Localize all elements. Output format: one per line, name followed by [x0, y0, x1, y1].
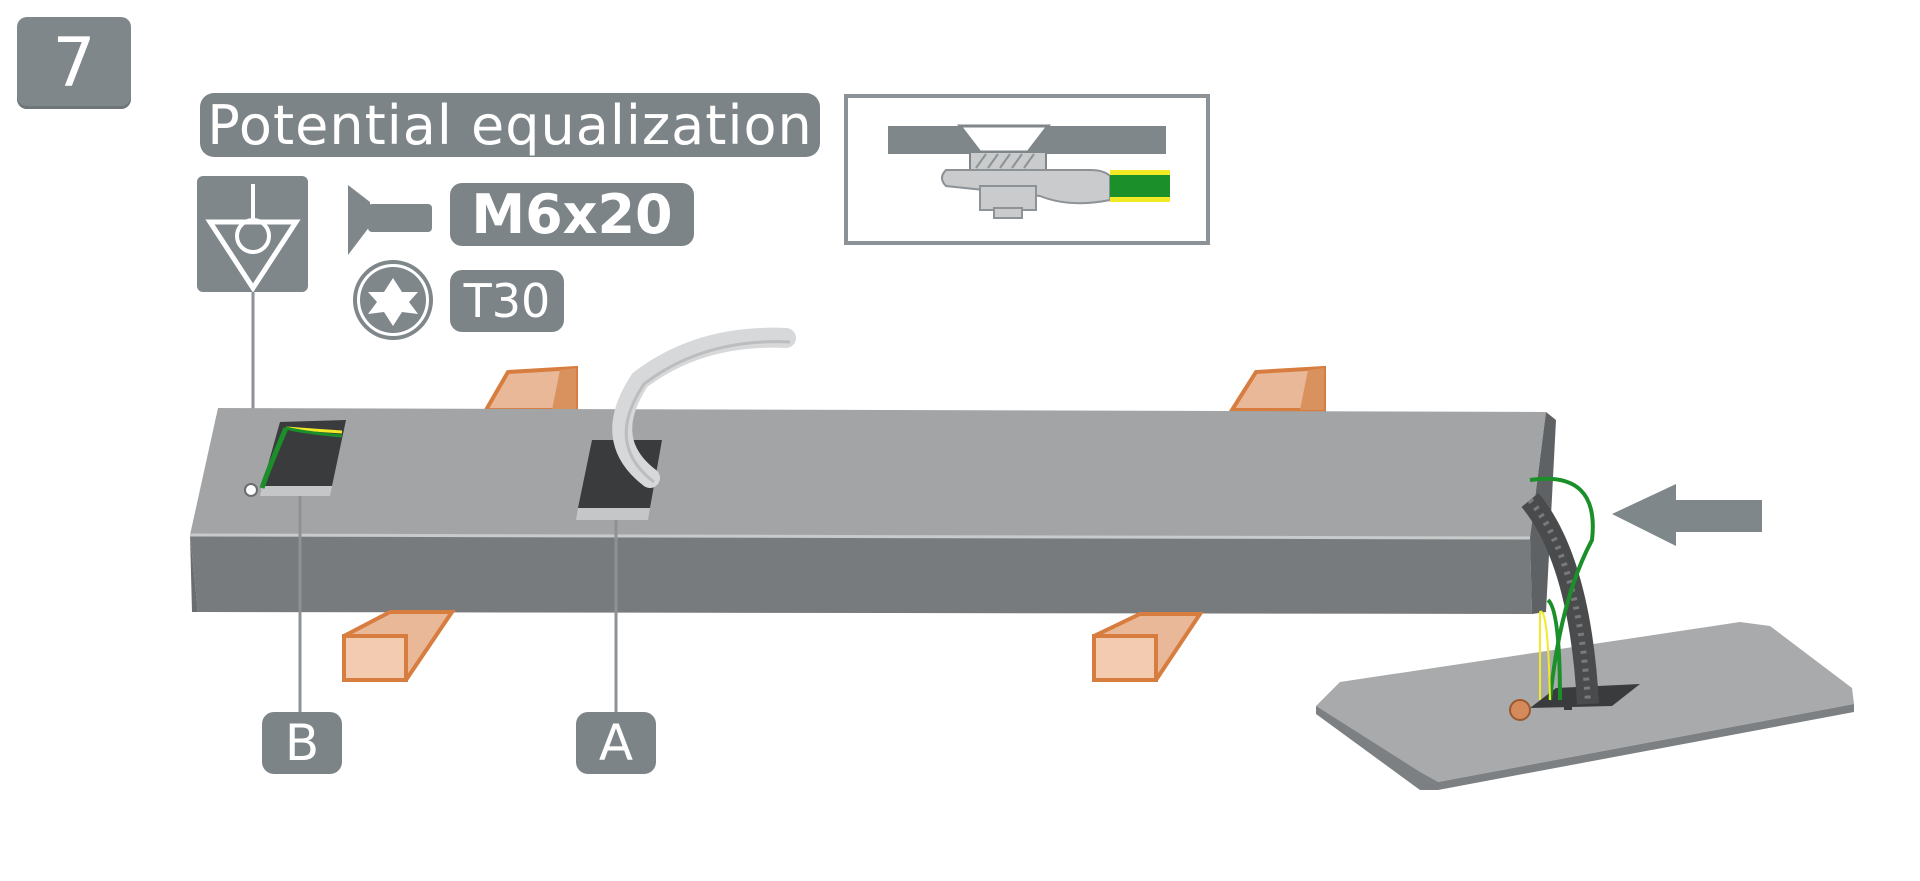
callout-a-label: A	[598, 714, 634, 772]
title-badge: Potential equalization	[200, 93, 820, 157]
screw-size-badge: M6x20	[450, 183, 694, 246]
wooden-block-back-left	[482, 365, 578, 412]
callout-b: B	[262, 712, 342, 774]
torx-bit-label: T30	[463, 274, 551, 328]
callout-b-label: B	[284, 714, 320, 772]
wooden-block-back-right	[1228, 365, 1326, 412]
wooden-block-front-left	[342, 610, 456, 682]
callout-a: A	[576, 712, 656, 774]
opening-b	[244, 420, 346, 497]
page-title: Potential equalization	[207, 93, 813, 157]
opening-a	[576, 327, 796, 520]
steel-beam	[189, 408, 1556, 614]
screw-size-label: M6x20	[471, 183, 673, 246]
cable-conduit	[1521, 476, 1599, 710]
step-number-badge: 7	[17, 17, 131, 109]
countersunk-screw-icon	[348, 185, 432, 255]
torx-star-icon	[353, 260, 433, 340]
torx-bit-badge: T30	[450, 270, 564, 332]
insert-direction-arrow	[1612, 484, 1762, 546]
step-number: 7	[52, 23, 96, 103]
detail-inset	[844, 94, 1210, 245]
wooden-block-front-right	[1092, 612, 1204, 682]
